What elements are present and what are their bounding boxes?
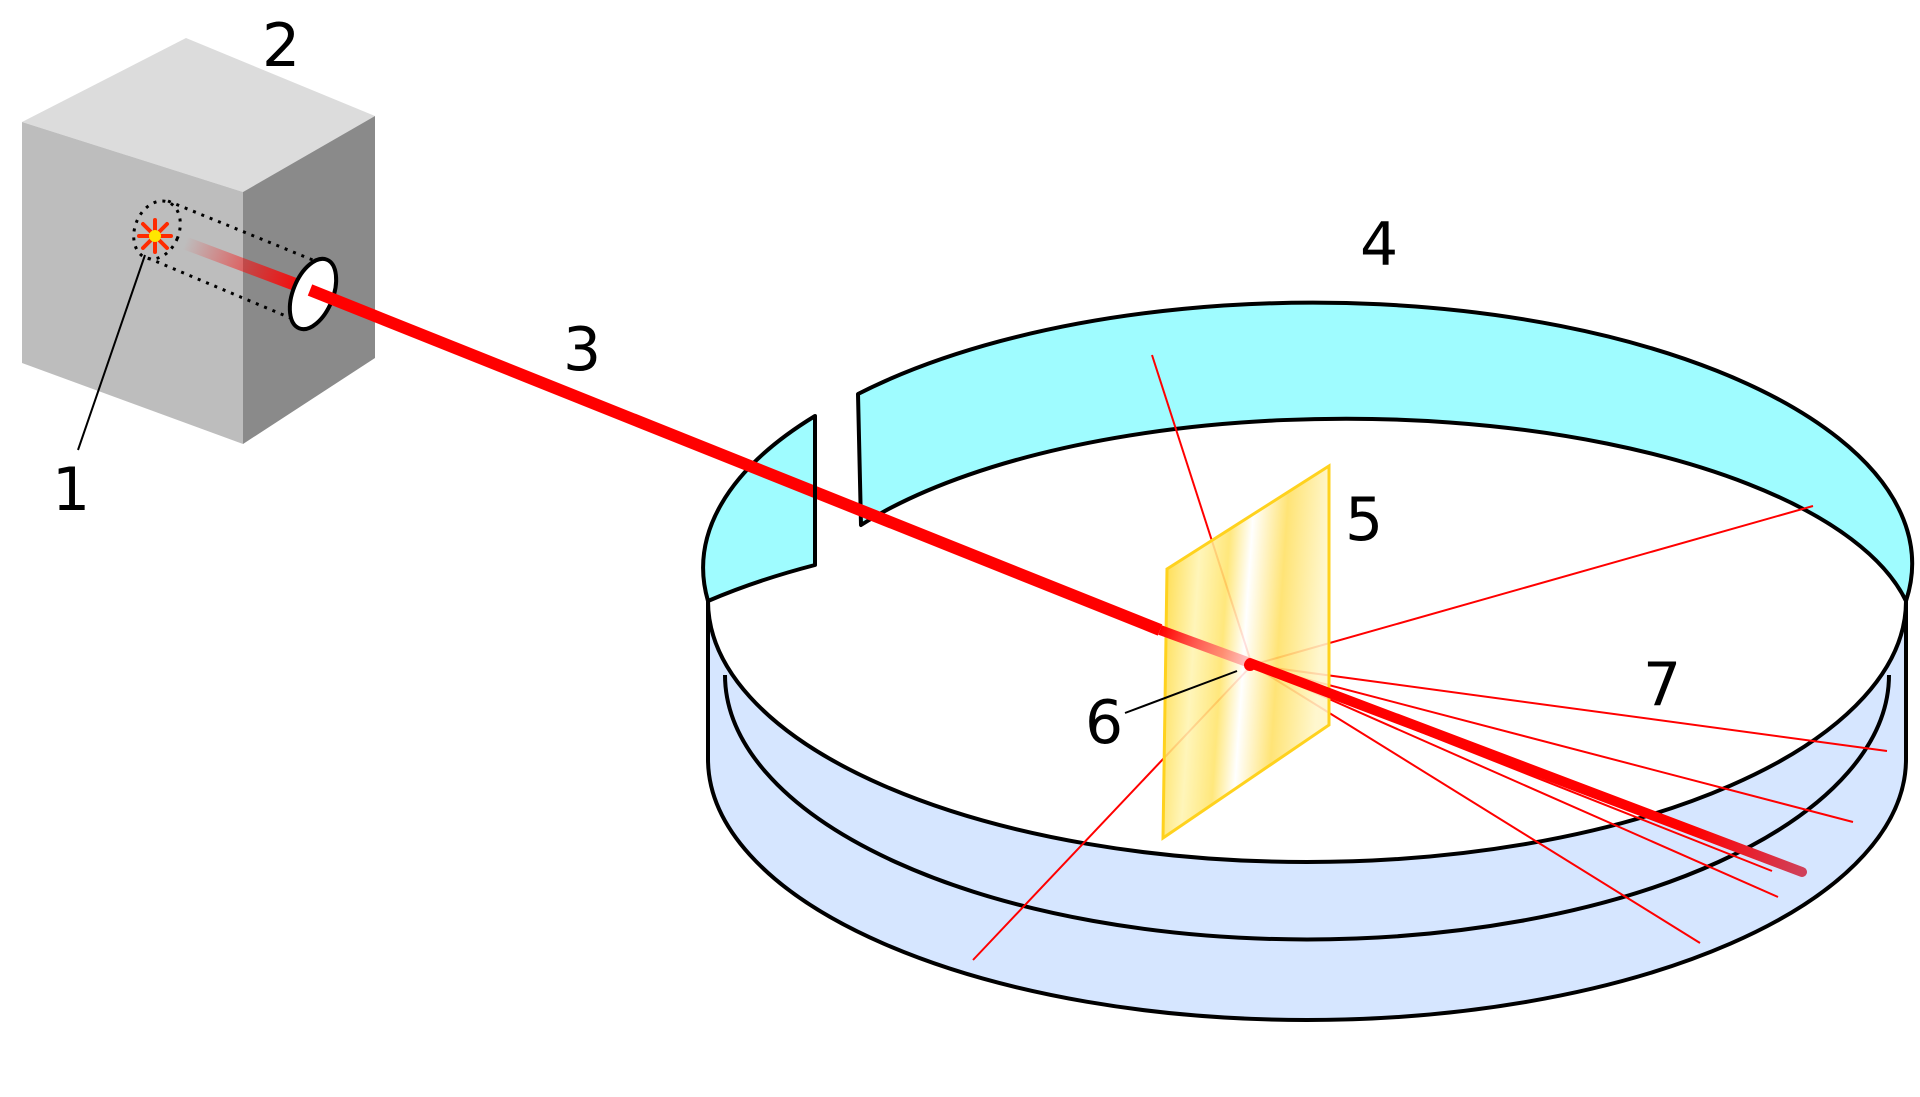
box-channel [132, 199, 326, 324]
radioactive-source-star-icon [137, 218, 173, 254]
label-3: 3 [563, 315, 601, 385]
lead-box [22, 38, 375, 444]
transmitted-beam [1245, 658, 1807, 877]
screen-inner-wall [856, 300, 1915, 603]
beam-through-foil [1158, 625, 1252, 668]
label-4: 4 [1360, 210, 1398, 280]
leader-line-1 [77, 254, 146, 451]
label-6: 6 [1085, 688, 1123, 758]
label-7: 7 [1643, 650, 1681, 720]
label-5: 5 [1345, 485, 1383, 555]
screen-floor-edge [723, 674, 1891, 942]
leader-line-6 [1124, 670, 1238, 714]
gold-foil [1161, 463, 1331, 841]
screen-outer-wall [706, 600, 1908, 1022]
label-1: 1 [52, 455, 90, 525]
screen-inner-wall-left [701, 414, 817, 603]
box-front-face [22, 122, 243, 444]
box-top-face [22, 38, 375, 192]
scattered-ray [1251, 664, 1854, 823]
beam-inside-box [178, 236, 317, 297]
scattered-ray [1251, 664, 1888, 752]
scattered-ray [1251, 505, 1814, 666]
channel-back-ellipse [132, 199, 182, 261]
scattered-ray [1251, 664, 1779, 898]
label-2: 2 [262, 11, 300, 81]
alpha-beam [307, 284, 1163, 636]
impact-point [1244, 659, 1256, 671]
